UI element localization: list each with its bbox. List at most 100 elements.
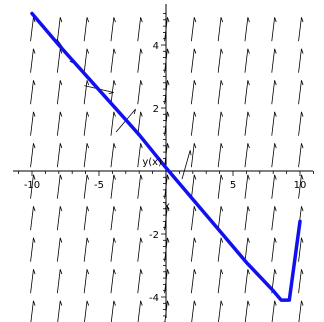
field-arrow (244, 206, 250, 231)
field-arrow (190, 237, 197, 262)
field-arrow (137, 237, 143, 262)
field-arrow (56, 269, 63, 294)
field-arrow-head (193, 48, 197, 54)
field-arrow (164, 143, 170, 168)
field-arrow (298, 80, 304, 105)
field-arrow-head (113, 300, 116, 306)
field-arrow-shaft (244, 48, 249, 73)
field-arrow-shaft (217, 237, 222, 262)
field-arrow-head (140, 269, 143, 275)
field-arrow-shaft (83, 48, 88, 73)
field-arrow-head (86, 143, 90, 149)
field-arrow-head (274, 143, 277, 149)
field-arrow-shaft (110, 48, 115, 73)
field-arrow-shaft (56, 143, 61, 168)
field-arrow-head (301, 237, 304, 243)
field-arrow (164, 111, 170, 136)
field-arrow-shaft (110, 300, 115, 322)
field-arrow-shaft (244, 111, 249, 136)
field-arrow-head (86, 17, 90, 23)
field-arrow-head (167, 111, 170, 117)
field-arrow-head (274, 269, 277, 275)
field-arrow (244, 143, 250, 168)
field-arrow-shaft (190, 237, 195, 262)
field-arrow (30, 174, 36, 199)
field-arrow-head (140, 111, 143, 117)
field-arrow-head (33, 237, 36, 243)
field-arrow (30, 300, 36, 322)
field-arrow (83, 269, 90, 294)
field-arrow (298, 237, 304, 262)
field-arrow (164, 237, 170, 262)
field-arrow-head (86, 206, 90, 212)
field-arrow-head (247, 48, 250, 54)
field-arrow-shaft (137, 80, 142, 105)
field-arrow-shaft (298, 174, 302, 199)
field-arrow-shaft (83, 111, 88, 136)
field-arrow-shaft (137, 269, 142, 294)
y-tick-label: 4 (153, 41, 159, 52)
field-arrow (110, 48, 116, 73)
field-arrow (137, 174, 143, 199)
field-arrow-shaft (217, 174, 222, 199)
field-arrow (83, 143, 90, 168)
field-arrow-head (86, 48, 90, 54)
field-arrow-shaft (137, 237, 142, 262)
field-arrow-shaft (110, 174, 115, 199)
field-arrow (217, 269, 224, 294)
field-arrow-head (33, 80, 36, 86)
field-arrow-shaft (190, 111, 195, 136)
field-arrow (110, 269, 116, 294)
field-arrow (191, 300, 197, 322)
field-arrow-head (301, 111, 304, 117)
field-arrow-shaft (190, 80, 195, 105)
field-arrow-head (167, 237, 170, 243)
field-arrow (181, 150, 192, 180)
field-arrow-shaft (271, 174, 276, 199)
field-arrow-head (108, 92, 114, 95)
field-arrow-head (167, 48, 170, 54)
field-arrow-head (33, 48, 36, 54)
field-arrow (83, 80, 90, 105)
field-arrow-head (220, 143, 224, 149)
field-arrow-head (274, 17, 277, 23)
field-arrow (190, 143, 197, 168)
field-arrow-shaft (244, 174, 249, 199)
field-arrow-head (220, 48, 224, 54)
field-arrow-head (140, 143, 143, 149)
field-arrow (190, 17, 197, 42)
field-arrow-head (247, 143, 250, 149)
field-arrow (137, 269, 143, 294)
field-arrow-shaft (217, 48, 222, 73)
field-arrow-shaft (30, 111, 34, 136)
field-arrow-shaft (56, 111, 61, 136)
y-axis-label: y(x) (142, 157, 162, 168)
field-arrow (110, 143, 116, 168)
field-arrow-shaft (30, 17, 34, 42)
field-arrow-shaft (190, 269, 195, 294)
field-arrow-head (59, 300, 63, 306)
field-arrow-head (220, 174, 224, 180)
field-arrow-head (274, 80, 277, 86)
field-arrow (30, 237, 36, 262)
field-arrow (298, 174, 304, 199)
y-tick-label: 2 (153, 104, 159, 115)
x-axis-label: x (164, 201, 170, 212)
field-arrow-head (193, 143, 197, 149)
field-arrow-head (301, 206, 304, 212)
field-arrow (190, 80, 197, 105)
field-arrow-shaft (217, 206, 222, 231)
field-arrow (298, 48, 304, 73)
field-arrow-shaft (56, 206, 61, 231)
field-arrow-head (167, 206, 170, 212)
field-arrow-head (274, 206, 277, 212)
field-arrow-shaft (137, 143, 142, 168)
field-arrow (244, 80, 250, 105)
field-arrow-shaft (191, 300, 195, 322)
field-arrow-shaft (271, 143, 276, 168)
field-arrow (56, 237, 63, 262)
field-arrow (110, 174, 116, 199)
field-arrow-head (86, 80, 90, 86)
field-arrow (30, 111, 36, 136)
field-arrow-head (140, 17, 143, 23)
